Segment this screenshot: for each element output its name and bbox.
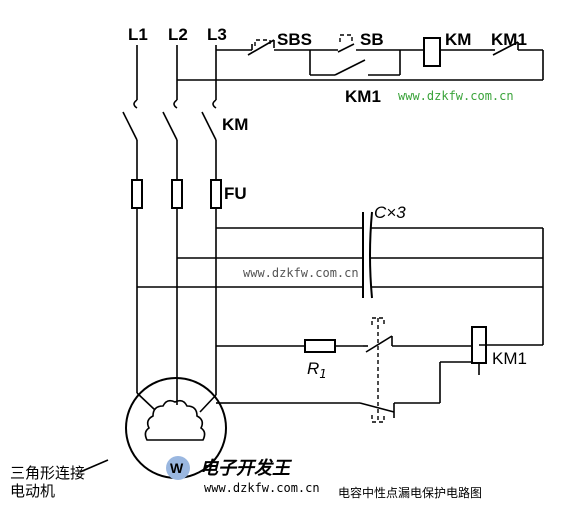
logo-icon (166, 456, 190, 480)
watermark-middle: www.dzkfw.com.cn (243, 266, 359, 280)
phase-label-l1: L1 (128, 25, 148, 44)
km1-coil-label: KM1 (492, 349, 527, 368)
km-coil-label: KM (445, 30, 471, 49)
motor-label-line1: 三角形连接 (10, 464, 85, 482)
svg-text:W: W (170, 460, 184, 476)
fuse-l3 (210, 179, 222, 209)
fuse-l2 (171, 179, 183, 209)
test-button-contact-lower (230, 361, 472, 418)
fuse-l1 (131, 179, 143, 209)
stop-button-sbs: SBS (247, 30, 312, 56)
test-button-actuator-top (371, 317, 385, 325)
start-button-sb: SB (310, 30, 400, 53)
km1-aux-label: KM1 (345, 87, 381, 106)
test-button-contact-upper (363, 335, 472, 353)
diagram-caption: 电容中性点漏电保护电路图 (338, 485, 482, 500)
phase-label-l2: L2 (168, 25, 188, 44)
km1-nc-contact-top: KM1 (490, 30, 544, 80)
site-logo: W 电子开发王 www.dzkfw.com.cn (166, 456, 320, 495)
watermark-top: www.dzkfw.com.cn (398, 89, 514, 103)
km-main-label: KM (222, 115, 248, 134)
motor-label-line2: 电动机 (10, 482, 55, 500)
sb-label: SB (360, 30, 384, 49)
km1-aux-contact: KM1 (309, 50, 401, 106)
main-contactor-km: KM (122, 99, 248, 141)
r1-label: R1 (307, 359, 327, 381)
km-coil (423, 37, 441, 67)
cap-label: C×3 (374, 203, 406, 222)
phase-label-l3: L3 (207, 25, 227, 44)
fu-label: FU (224, 184, 247, 203)
resistor-r1 (304, 339, 336, 353)
logo-text: 电子开发王 (200, 458, 293, 478)
capacitor-bank: C×3 (362, 203, 544, 299)
delta-windings (144, 399, 206, 441)
sbs-label: SBS (277, 30, 312, 49)
test-button-actuator-bottom (371, 415, 385, 423)
km1-top-label: KM1 (491, 30, 527, 49)
watermark-bottom: www.dzkfw.com.cn (204, 481, 320, 495)
